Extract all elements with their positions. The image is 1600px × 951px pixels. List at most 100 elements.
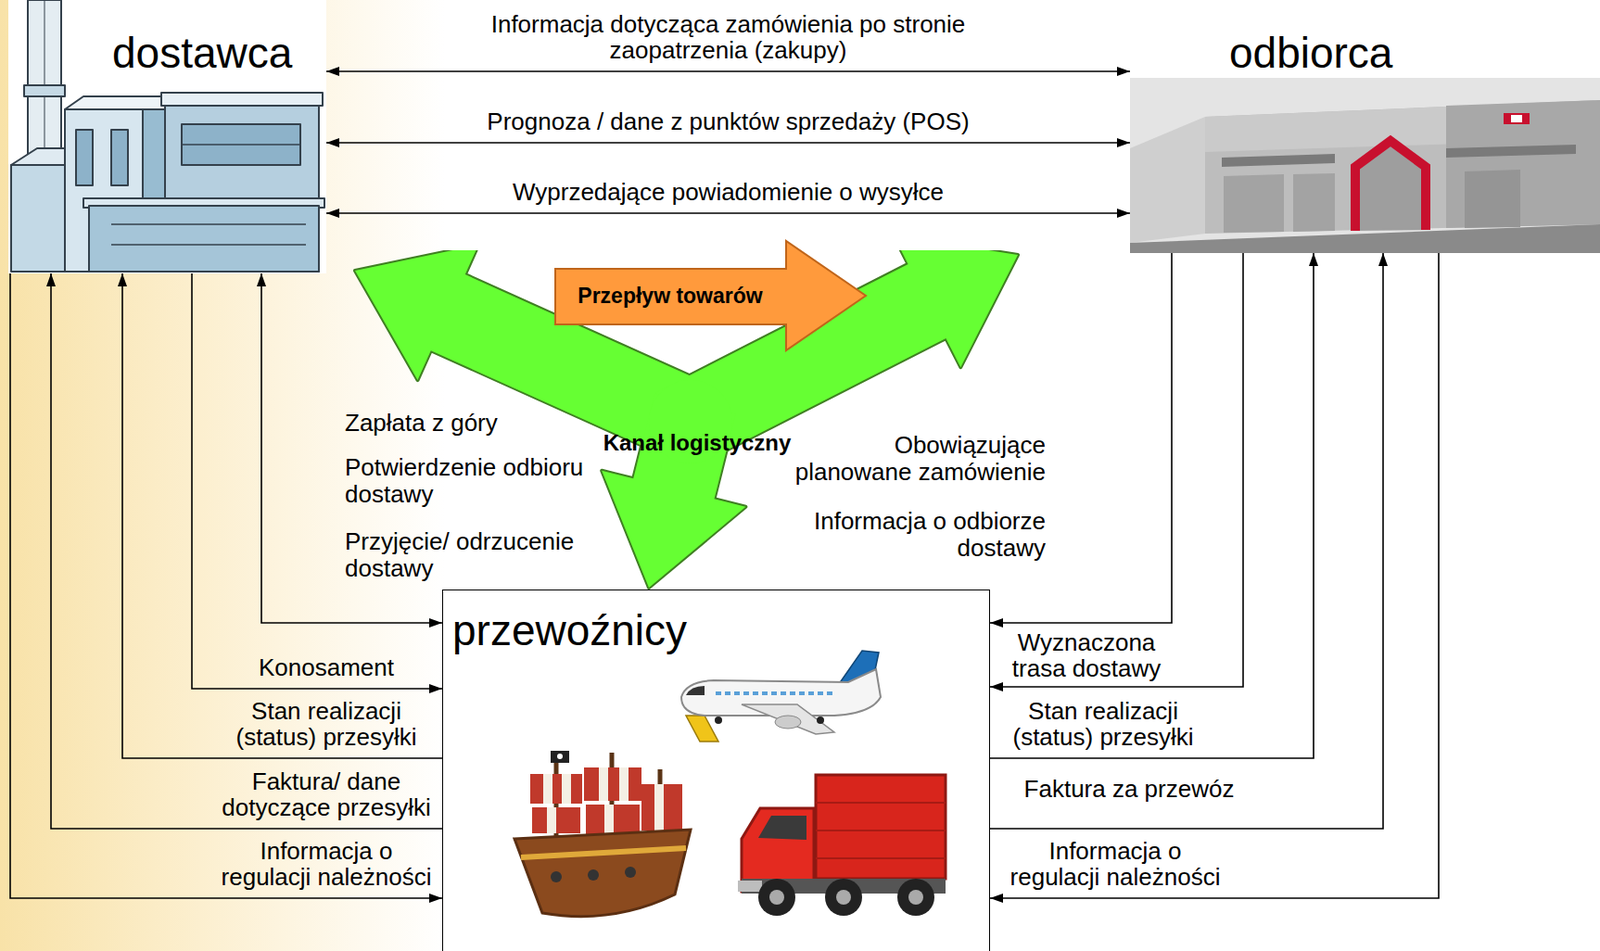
warehouse-road bbox=[1130, 224, 1600, 254]
edge-label-anchor: Faktura za przewóz bbox=[1008, 775, 1250, 803]
edge-label-anchor: Wyprzedające powiadomienie o wysyłce bbox=[441, 178, 1016, 206]
front-line bbox=[111, 243, 306, 246]
warehouse-front bbox=[1205, 100, 1600, 234]
edge-label-anchor: Informacja o regulacji należności bbox=[216, 838, 436, 891]
flow-arrow: Przepływ towarów bbox=[554, 239, 868, 353]
edge-label-anchor: Prognoza / dane z punktów sprzedaży (POS… bbox=[441, 108, 1016, 136]
ship-cannon bbox=[624, 866, 636, 878]
front-line bbox=[111, 223, 306, 226]
flow-connector bbox=[326, 212, 1131, 215]
warehouse-sign bbox=[1503, 113, 1530, 125]
ship-flag bbox=[550, 750, 570, 763]
flow-note: Przyjęcie/ odrzucenie dostawy bbox=[344, 528, 596, 582]
edge-label-anchor: Informacja dotycząca zamówienia po stron… bbox=[478, 11, 979, 64]
warehouse-side bbox=[1130, 116, 1206, 243]
edge-label: Wyznaczona trasa dostawy bbox=[1003, 629, 1170, 683]
edge-label-anchor: Stan realizacji (status) przesyłki bbox=[993, 698, 1213, 751]
flow-connector bbox=[326, 70, 1131, 73]
note-anchor: Obowiązujące planowane zamówienie bbox=[786, 431, 1046, 485]
warehouse-gate bbox=[1355, 140, 1426, 231]
truck-wheel bbox=[758, 878, 796, 916]
plane-windows bbox=[715, 691, 835, 696]
ship-sail bbox=[530, 774, 583, 804]
warehouse-door bbox=[1293, 173, 1335, 232]
node-title: Przepływ towarów bbox=[577, 285, 762, 307]
flow-note: Informacja o odbiorze dostawy bbox=[786, 507, 1046, 561]
note-anchor: Informacja o odbiorze dostawy bbox=[786, 507, 1046, 561]
sail-stripe bbox=[598, 767, 609, 801]
warehouse-windows bbox=[1446, 144, 1576, 158]
window-line bbox=[181, 143, 301, 146]
warehouse-windows bbox=[1221, 153, 1335, 167]
factory-window bbox=[181, 124, 301, 166]
note-anchor: Zapłata z góry bbox=[344, 409, 623, 437]
edge-label: Wyprzedające powiadomienie o wysyłce bbox=[441, 178, 1016, 206]
factory-window bbox=[76, 129, 93, 186]
flow-note: Obowiązujące planowane zamówienie bbox=[786, 431, 1046, 485]
edge-label: Faktura/ dane dotyczące przesyłki bbox=[216, 768, 436, 822]
node-title: przewoźnicy bbox=[452, 609, 687, 652]
factory-front bbox=[88, 205, 319, 272]
ship-cannon bbox=[550, 871, 562, 883]
ship-sail bbox=[641, 784, 683, 831]
factory-ledge bbox=[161, 92, 323, 106]
edge-label: Stan realizacji (status) przesyłki bbox=[993, 698, 1213, 751]
truck-trailer bbox=[815, 774, 946, 879]
sail-stripe bbox=[619, 767, 629, 801]
edge-label-anchor: Informacja o regulacji należności bbox=[1005, 838, 1225, 891]
edge-label: Informacja o regulacji należności bbox=[216, 838, 436, 891]
trailer-line bbox=[815, 857, 946, 860]
node-title: odbiorca bbox=[1229, 31, 1393, 75]
warehouse-sky bbox=[1130, 77, 1600, 254]
edge-label-anchor: Wyznaczona trasa dostawy bbox=[1003, 629, 1170, 683]
edge-label-anchor: Konosament bbox=[216, 654, 436, 682]
sail-stripe bbox=[546, 807, 557, 834]
receiver-node: odbiorca bbox=[1130, 18, 1600, 254]
truck-wheel bbox=[897, 878, 935, 916]
flow-note: Potwierdzenie odbioru dostawy bbox=[344, 454, 596, 508]
warehouse-door bbox=[1223, 174, 1284, 233]
wheel-hub bbox=[836, 889, 851, 905]
edge-label: Informacja o regulacji należności bbox=[1005, 838, 1225, 891]
hull-stripe bbox=[520, 848, 686, 858]
node-title: dostawca bbox=[112, 31, 293, 75]
ship-cannon bbox=[587, 869, 599, 881]
edge-label-anchor: Stan realizacji (status) przesyłki bbox=[216, 698, 436, 751]
factory-window bbox=[111, 129, 128, 186]
plane-cockpit bbox=[685, 685, 705, 696]
node-title: Kanał logistyczny bbox=[603, 431, 792, 455]
truck-bumper bbox=[737, 880, 762, 892]
plane-wing bbox=[741, 704, 835, 735]
connector-group bbox=[10, 71, 1439, 899]
warehouse-door bbox=[1464, 169, 1521, 229]
factory-illustration bbox=[8, 0, 327, 274]
wheel-hub bbox=[769, 889, 785, 905]
plane-wheel bbox=[816, 716, 825, 724]
sail-stripe bbox=[604, 804, 614, 835]
note-anchor: Potwierdzenie odbioru dostawy bbox=[344, 454, 596, 508]
flow-connector bbox=[122, 273, 443, 759]
ship-sail bbox=[585, 804, 640, 835]
warehouse-sign-mark bbox=[1511, 114, 1523, 123]
sail-stripe bbox=[654, 784, 664, 831]
supplier-node: dostawca bbox=[8, 0, 327, 274]
factory-chimney bbox=[27, 0, 62, 167]
edge-label: Prognoza / dane z punktów sprzedaży (POS… bbox=[441, 108, 1016, 136]
plane-stairs bbox=[685, 715, 719, 742]
edge-label: Informacja dotycząca zamówienia po stron… bbox=[478, 11, 979, 64]
flow-note: Zapłata z góry bbox=[344, 409, 623, 437]
chimney-line bbox=[44, 0, 46, 167]
edge-label: Faktura za przewóz bbox=[1008, 775, 1250, 803]
flag-skull bbox=[557, 753, 563, 760]
warehouse-illustration bbox=[1130, 77, 1600, 254]
ship-sail bbox=[584, 767, 642, 801]
trailer-line bbox=[815, 829, 946, 832]
truck-toy bbox=[737, 774, 946, 916]
flow-connector bbox=[990, 253, 1439, 899]
sail-stripe bbox=[561, 774, 572, 804]
carrier-box: przewoźnicy bbox=[442, 589, 991, 951]
plane-toy bbox=[681, 650, 881, 742]
sail-stripe bbox=[543, 774, 553, 804]
trailer-line bbox=[815, 801, 946, 804]
